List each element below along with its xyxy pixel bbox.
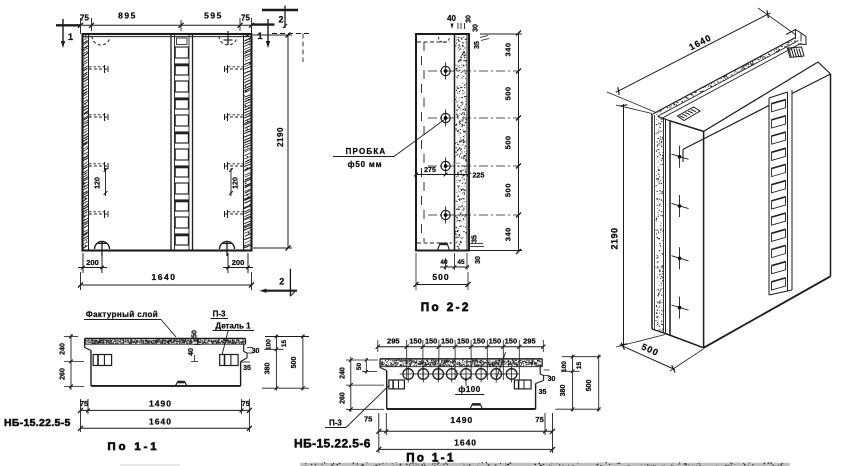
svg-text:150: 150 bbox=[409, 337, 422, 346]
svg-text:40: 40 bbox=[447, 14, 456, 23]
svg-text:30: 30 bbox=[548, 376, 556, 383]
svg-text:Фактурный слой: Фактурный слой bbox=[86, 310, 158, 319]
svg-text:150: 150 bbox=[505, 337, 518, 346]
svg-text:Деталь 1: Деталь 1 bbox=[215, 322, 251, 331]
svg-text:75: 75 bbox=[535, 415, 543, 424]
svg-text:1: 1 bbox=[257, 31, 263, 42]
svg-text:30: 30 bbox=[473, 24, 480, 32]
svg-text:275: 275 bbox=[424, 167, 436, 174]
svg-text:50: 50 bbox=[192, 330, 199, 338]
svg-text:120: 120 bbox=[95, 177, 102, 189]
svg-text:50: 50 bbox=[356, 363, 363, 371]
svg-text:150: 150 bbox=[489, 337, 502, 346]
svg-text:35: 35 bbox=[243, 365, 251, 372]
svg-text:2190: 2190 bbox=[276, 127, 285, 147]
svg-text:295: 295 bbox=[523, 337, 536, 346]
svg-text:1: 1 bbox=[68, 32, 74, 43]
svg-text:500: 500 bbox=[504, 183, 513, 197]
svg-text:1490: 1490 bbox=[450, 415, 473, 425]
svg-text:35: 35 bbox=[472, 235, 479, 243]
svg-text:2: 2 bbox=[278, 15, 283, 25]
svg-text:75: 75 bbox=[80, 14, 89, 23]
svg-text:260: 260 bbox=[60, 368, 67, 380]
svg-text:30: 30 bbox=[252, 348, 260, 355]
svg-text:75: 75 bbox=[364, 415, 372, 424]
svg-text:15: 15 bbox=[281, 340, 288, 348]
svg-text:2190: 2190 bbox=[610, 227, 620, 249]
svg-text:895: 895 bbox=[118, 11, 137, 21]
svg-text:30: 30 bbox=[466, 15, 473, 23]
svg-text:100: 100 bbox=[265, 339, 272, 350]
svg-text:225: 225 bbox=[473, 173, 485, 180]
svg-text:По 2-2: По 2-2 bbox=[421, 301, 471, 314]
svg-text:35: 35 bbox=[539, 389, 547, 396]
svg-text:40: 40 bbox=[188, 348, 195, 356]
svg-text:75: 75 bbox=[241, 14, 250, 23]
svg-text:150: 150 bbox=[473, 337, 486, 346]
svg-text:260: 260 bbox=[340, 392, 347, 404]
svg-text:НБ-15.22.5-6: НБ-15.22.5-6 bbox=[294, 437, 371, 451]
svg-text:ф50 мм: ф50 мм bbox=[348, 160, 383, 169]
svg-text:По 1-1: По 1-1 bbox=[406, 453, 456, 465]
svg-text:500: 500 bbox=[504, 135, 513, 149]
svg-text:120: 120 bbox=[233, 177, 240, 189]
svg-text:200: 200 bbox=[232, 258, 245, 267]
svg-text:240: 240 bbox=[340, 367, 347, 379]
svg-text:1490: 1490 bbox=[149, 399, 172, 409]
svg-text:200: 200 bbox=[86, 258, 99, 267]
svg-text:500: 500 bbox=[432, 272, 449, 282]
svg-text:15: 15 bbox=[576, 362, 583, 370]
svg-text:100: 100 bbox=[561, 361, 568, 372]
svg-text:1640: 1640 bbox=[149, 417, 172, 427]
svg-text:1640: 1640 bbox=[454, 438, 477, 448]
svg-text:340: 340 bbox=[504, 227, 513, 241]
svg-text:340: 340 bbox=[504, 42, 513, 56]
svg-text:П-3: П-3 bbox=[213, 310, 226, 319]
svg-text:595: 595 bbox=[204, 11, 223, 21]
svg-text:2: 2 bbox=[279, 277, 284, 287]
svg-text:240: 240 bbox=[60, 343, 67, 355]
svg-text:75: 75 bbox=[80, 399, 88, 408]
svg-text:40: 40 bbox=[440, 259, 448, 266]
svg-text:150: 150 bbox=[425, 337, 438, 346]
svg-text:45: 45 bbox=[457, 259, 465, 266]
svg-text:ПРОБКА: ПРОБКА bbox=[346, 147, 387, 156]
svg-text:По 1-1: По 1-1 bbox=[108, 441, 160, 453]
svg-text:380: 380 bbox=[264, 363, 271, 375]
svg-text:35: 35 bbox=[474, 41, 481, 49]
svg-text:500: 500 bbox=[504, 86, 513, 100]
svg-text:75: 75 bbox=[242, 399, 250, 408]
svg-text:П-3: П-3 bbox=[329, 419, 342, 428]
svg-text:380: 380 bbox=[560, 385, 567, 397]
svg-text:500: 500 bbox=[291, 357, 298, 369]
svg-text:ф100: ф100 bbox=[458, 385, 480, 394]
svg-text:500: 500 bbox=[586, 380, 593, 392]
svg-text:295: 295 bbox=[387, 337, 400, 346]
svg-text:1640: 1640 bbox=[152, 272, 177, 282]
svg-text:30: 30 bbox=[475, 256, 482, 264]
svg-text:НБ-15.22.5-5: НБ-15.22.5-5 bbox=[4, 417, 71, 429]
svg-text:150: 150 bbox=[457, 337, 470, 346]
svg-text:150: 150 bbox=[441, 337, 454, 346]
